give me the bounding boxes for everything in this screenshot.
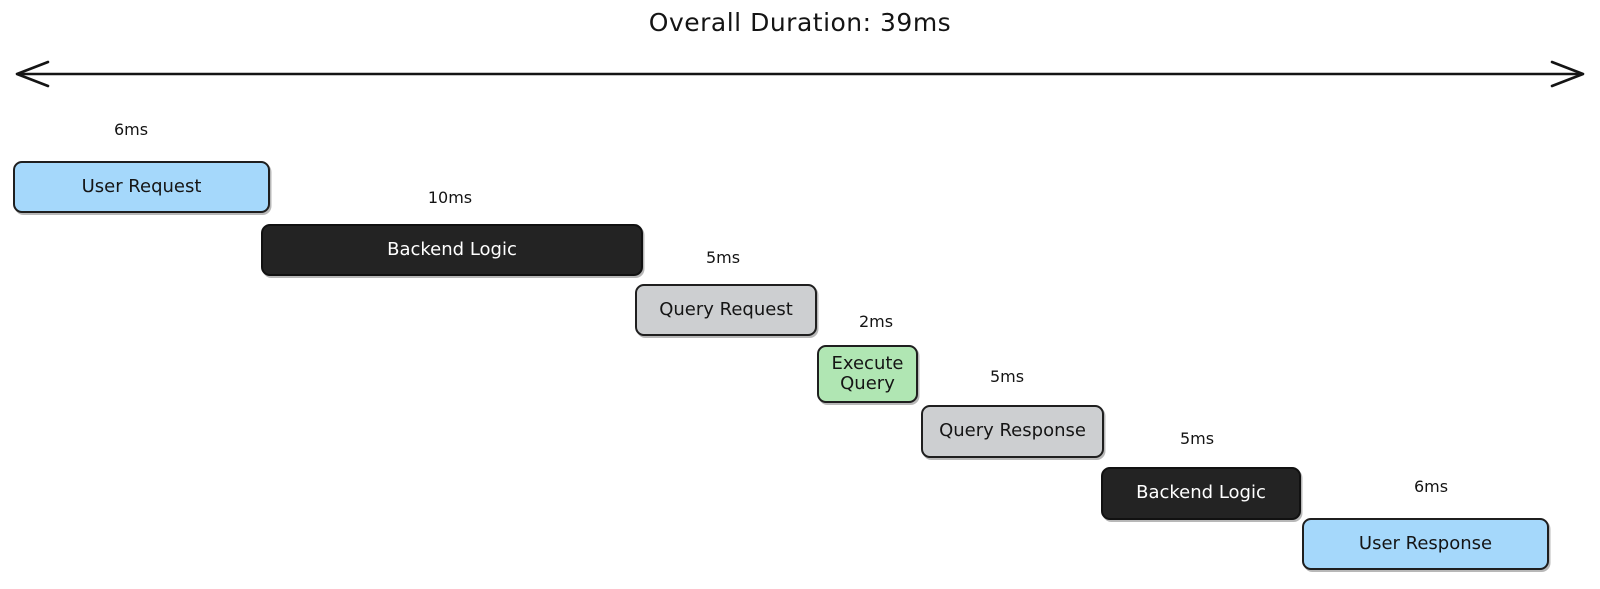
duration-label-user-response: 6ms (1413, 477, 1449, 496)
timeline-bar-label: Execute Query (831, 352, 904, 394)
duration-label-backend-logic-2: 5ms (1179, 429, 1215, 448)
timeline-bar-query-response[interactable]: Query Response (921, 405, 1104, 458)
timeline-bar-label: Query Response (939, 420, 1086, 442)
timeline-bar-backend-logic-1[interactable]: Backend Logic (261, 224, 643, 276)
duration-label-execute-query: 2ms (858, 312, 894, 331)
arrow-left-icon (15, 60, 50, 88)
timeline-bar-user-request[interactable]: User Request (13, 161, 270, 213)
timeline-bar-label: User Response (1358, 532, 1493, 554)
timeline-bar-label: Query Request (659, 298, 793, 320)
arrow-right-icon (1550, 60, 1585, 88)
duration-label-query-request: 5ms (705, 248, 741, 267)
page-title: Overall Duration: 39ms (648, 8, 952, 37)
timeline-bar-label: Backend Logic (387, 238, 517, 260)
timeline-bar-backend-logic-2[interactable]: Backend Logic (1101, 467, 1301, 520)
timeline-bar-execute-query[interactable]: Execute Query (817, 345, 918, 403)
duration-label-user-request: 6ms (113, 120, 149, 139)
timeline-bar-query-request[interactable]: Query Request (635, 284, 817, 336)
timeline-bar-label: Backend Logic (1136, 482, 1266, 504)
duration-label-query-response: 5ms (989, 367, 1025, 386)
duration-label-backend-logic-1: 10ms (427, 188, 473, 207)
timeline-bar-label: User Request (81, 175, 202, 197)
overall-duration-axis (10, 56, 1590, 92)
timeline-bar-user-response[interactable]: User Response (1302, 518, 1549, 570)
